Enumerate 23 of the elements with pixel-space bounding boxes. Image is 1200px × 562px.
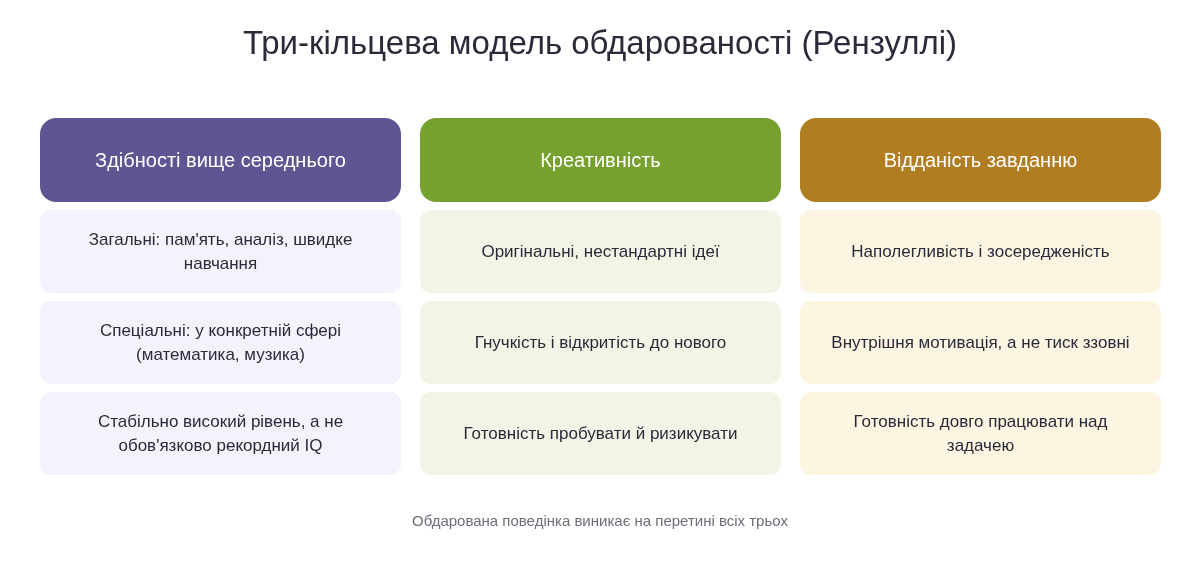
column-heading: Здібності вище середнього	[95, 148, 346, 172]
header-card	[40, 118, 401, 202]
header-card	[420, 118, 781, 202]
caption: Обдарована поведінка виникає на перетині всіх трьох	[411, 512, 789, 529]
item-text: Готовність пробувати й ризикувати	[463, 422, 738, 445]
item-card	[800, 392, 1161, 475]
item-text: Внутрішня мотивація, а не тиск ззовні	[831, 331, 1130, 354]
item-text: Стабільно високий рівень, а не обов'язково рекордний IQ	[96, 410, 345, 457]
header-card	[800, 118, 1161, 202]
item-text: Спеціальні: у конкретній сфері (математика, музика)	[98, 319, 343, 366]
item-text: Наполегливість і зосередженість	[851, 240, 1110, 263]
item-text: Гнучкість і відкритість до нового	[474, 331, 727, 354]
item-card	[800, 301, 1161, 384]
item-text: Готовність довго працювати над задачею	[852, 410, 1109, 457]
column-heading: Креативність	[540, 148, 661, 172]
item-text: Загальні: пам'ять, аналіз, швидке навчання	[87, 228, 354, 275]
column-heading: Відданість завданню	[883, 148, 1078, 172]
item-card	[800, 210, 1161, 293]
item-text: Оригінальні, нестандартні ідеї	[481, 240, 720, 263]
item-card	[420, 210, 781, 293]
diagram-title: Три-кільцева модель обдарованості (Рензуллі)	[241, 24, 959, 62]
item-card	[420, 301, 781, 384]
item-card	[420, 392, 781, 475]
